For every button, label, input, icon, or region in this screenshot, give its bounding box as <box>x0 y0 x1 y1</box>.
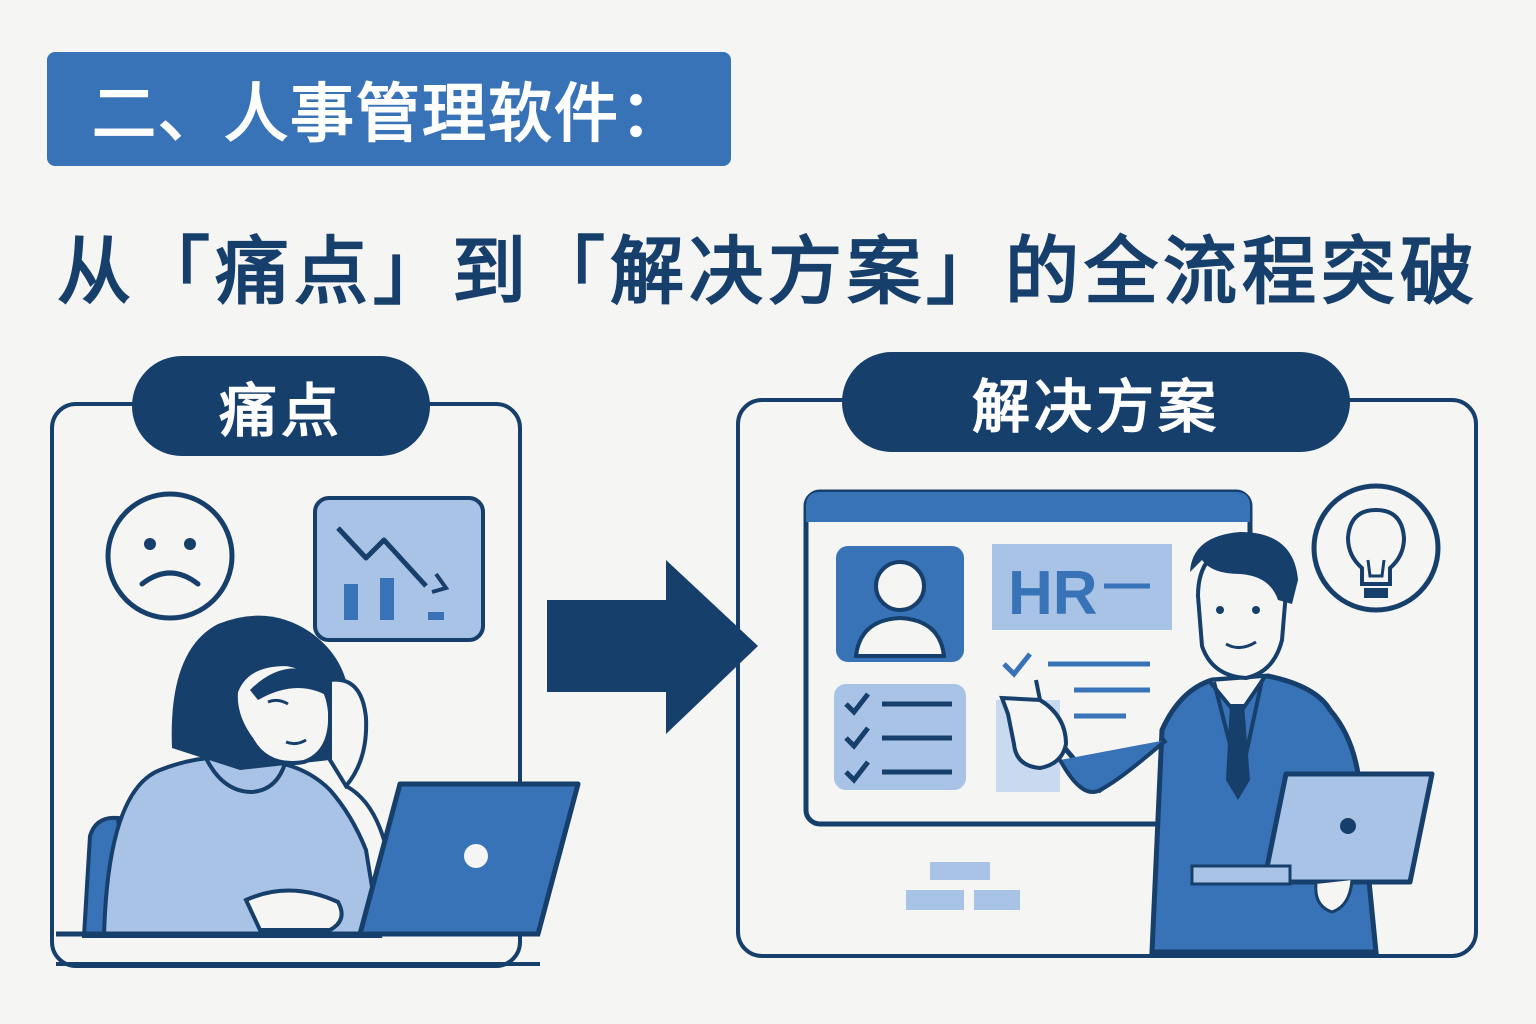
laptop-icon <box>357 781 581 937</box>
stressed-woman-illustration <box>56 615 540 966</box>
solution-label: 解决方案 <box>842 352 1350 452</box>
checklist-icon <box>834 684 966 790</box>
declining-chart-icon <box>313 496 485 642</box>
pain-point-label: 痛点 <box>132 356 430 456</box>
solution-label-text: 解决方案 <box>971 373 1220 441</box>
arrow-right-icon <box>547 560 758 734</box>
section-header: 二、人事管理软件： <box>47 52 731 166</box>
section-title: 二、人事管理软件： <box>92 78 686 152</box>
sad-face-icon <box>105 491 235 621</box>
hr-dashboard-screen: HR <box>803 489 1253 910</box>
lightbulb-icon <box>1311 483 1441 613</box>
laptop-icon <box>1190 771 1435 914</box>
pain-point-label-text: 痛点 <box>218 377 343 445</box>
user-profile-icon <box>836 546 964 662</box>
headline: 从「痛点」到「解决方案」的全流程突破 <box>57 229 1479 315</box>
hr-badge-text: HR <box>1008 559 1098 628</box>
